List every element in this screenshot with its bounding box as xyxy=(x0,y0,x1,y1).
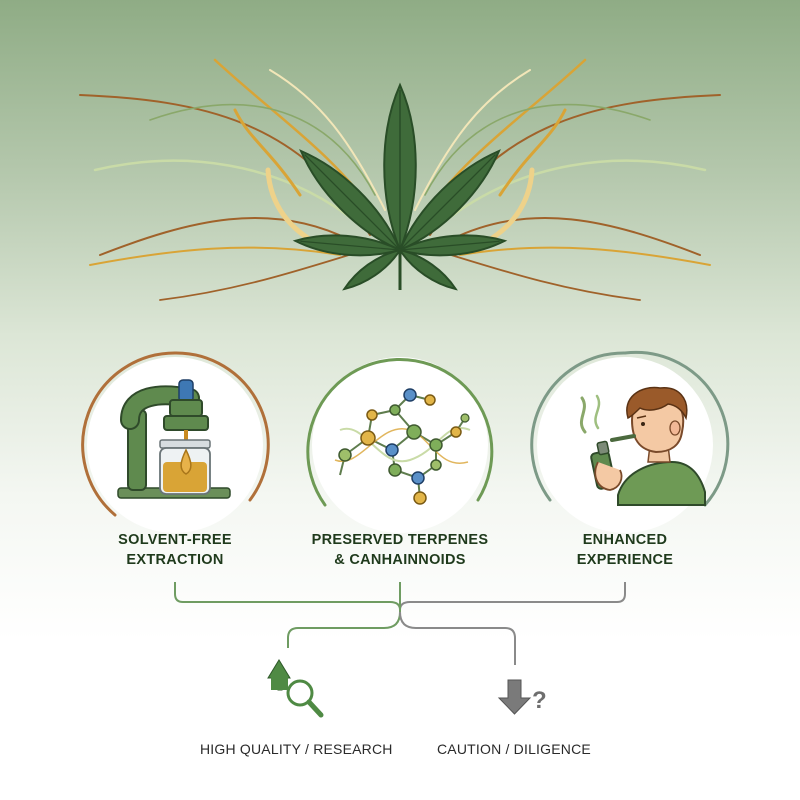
benefit-label-line1: ENHANCED xyxy=(582,532,668,548)
arrow-down-question-icon: ? xyxy=(497,679,547,715)
benefit-label-line1: SOLVENT-FREE xyxy=(118,532,232,548)
benefit-circle-2 xyxy=(306,357,494,533)
molecule-icon xyxy=(334,388,471,505)
benefit-label-enhanced-experience: ENHANCED EXPERIENCE xyxy=(545,530,705,570)
benefit-label-preserved-terpenes: PRESERVED TERPENES & CANHAINNOIDS xyxy=(300,530,500,570)
benefit-label-line2: EXPERIENCE xyxy=(576,552,674,568)
cannabis-leaf-icon xyxy=(292,82,508,291)
person-vaping-icon xyxy=(579,386,706,506)
benefit-label-line2: & CANHAINNOIDS xyxy=(334,552,466,568)
magnifier-up-icon xyxy=(267,659,324,718)
question-mark-text: ? xyxy=(532,687,547,714)
benefit-label-solvent-free: SOLVENT-FREE EXTRACTION xyxy=(95,530,255,570)
benefit-label-line1: PRESERVED TERPENES xyxy=(311,532,489,548)
outcome-label-caution: CAUTION / DILIGENCE xyxy=(437,741,591,757)
press-icon xyxy=(117,379,231,499)
connector-lines xyxy=(174,582,626,665)
benefit-label-line2: EXTRACTION xyxy=(126,552,224,568)
outcome-label-high-quality: HIGH QUALITY / RESEARCH xyxy=(200,741,393,757)
